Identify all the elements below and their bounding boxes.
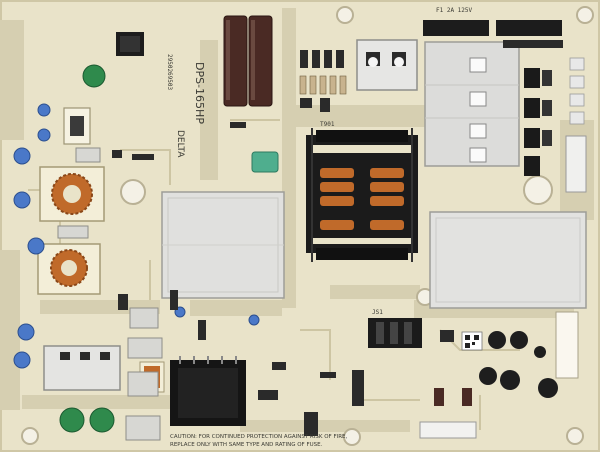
- output-mosfets: [524, 68, 552, 176]
- standby-transformer: [170, 356, 246, 426]
- black-connector: [368, 318, 422, 348]
- common-mode-choke: [37, 243, 101, 295]
- mounting-hole: [336, 6, 354, 24]
- teal-component: [251, 151, 279, 173]
- mounting-hole: [566, 427, 584, 445]
- small-components: [112, 50, 472, 436]
- common-mode-choke: [39, 166, 105, 222]
- warning-line-1: CAUTION: FOR CONTINUED PROTECTION AGAINS…: [170, 434, 348, 440]
- white-connector-bottom: [419, 311, 579, 439]
- bulk-capacitors: [223, 15, 273, 107]
- input-filter-block: [63, 107, 91, 145]
- connector-label: JS1: [372, 309, 383, 316]
- transformer-ref: T901: [320, 121, 335, 128]
- transformer-windings: [320, 168, 404, 230]
- varistors: [59, 64, 115, 433]
- warning-line-2: REPLACE ONLY WITH SAME TYPE AND RATING O…: [170, 442, 323, 448]
- main-transformer: [306, 128, 418, 262]
- mounting-holes: [21, 6, 594, 446]
- heatsink-left: [161, 191, 285, 299]
- silkscreen: DPS-165HP DELTA 2950269503 F1 2A 125V T9…: [166, 7, 473, 448]
- mounting-hole: [343, 428, 361, 446]
- fuse-ref: F1 2A 125V: [436, 7, 473, 14]
- brand-label: DELTA: [175, 130, 185, 158]
- output-connector-right: [565, 57, 587, 193]
- heatsink-top-right: [424, 41, 520, 167]
- mounting-hole: [120, 179, 146, 205]
- output-connector-top: [423, 20, 563, 48]
- sticker-code: 2950269503: [166, 54, 173, 91]
- bridge-rectifier: [43, 345, 121, 391]
- resistor-strip: [299, 75, 347, 95]
- fuse-holder: [116, 32, 144, 56]
- model-label: DPS-165HP: [193, 62, 206, 124]
- silver-modules: [57, 147, 163, 441]
- disc-capacitors: [13, 103, 260, 369]
- barcode-sticker: [461, 331, 483, 351]
- heatsink-right: [429, 211, 587, 309]
- mounting-hole: [576, 6, 594, 24]
- mounting-hole: [21, 427, 39, 445]
- mounting-hole: [523, 175, 553, 205]
- output-capacitors: [479, 331, 558, 398]
- heatsink-bridge: [356, 39, 418, 91]
